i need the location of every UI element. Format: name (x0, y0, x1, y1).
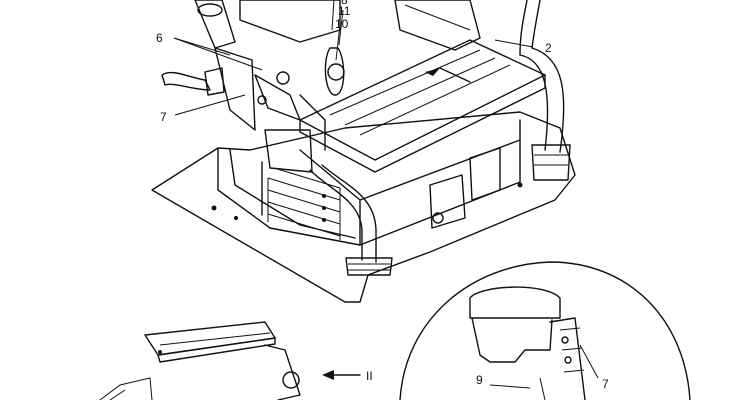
slide-rails (299, 39, 546, 173)
leader-lines (173, 0, 534, 116)
callout-2: 2 (545, 41, 552, 55)
callout-6: 6 (156, 31, 163, 45)
detail-circle (399, 261, 691, 400)
seat-base (211, 119, 523, 246)
callout-11: 11 (338, 4, 351, 18)
callout-7-detail: 7 (602, 377, 609, 391)
floor-plate (151, 111, 576, 303)
armrest-detail (99, 321, 301, 400)
lever-assembly (161, 0, 326, 173)
callout-7: 7 (160, 110, 167, 124)
callout-10: 10 (335, 17, 349, 31)
right-tube-leg (519, 0, 571, 181)
left-tube-leg (309, 164, 393, 276)
callout-8: 8 (341, 0, 348, 7)
backrest-top (239, 0, 481, 96)
view-label: II (366, 369, 373, 383)
view-arrow (322, 370, 361, 380)
callout-9: 9 (476, 373, 483, 387)
